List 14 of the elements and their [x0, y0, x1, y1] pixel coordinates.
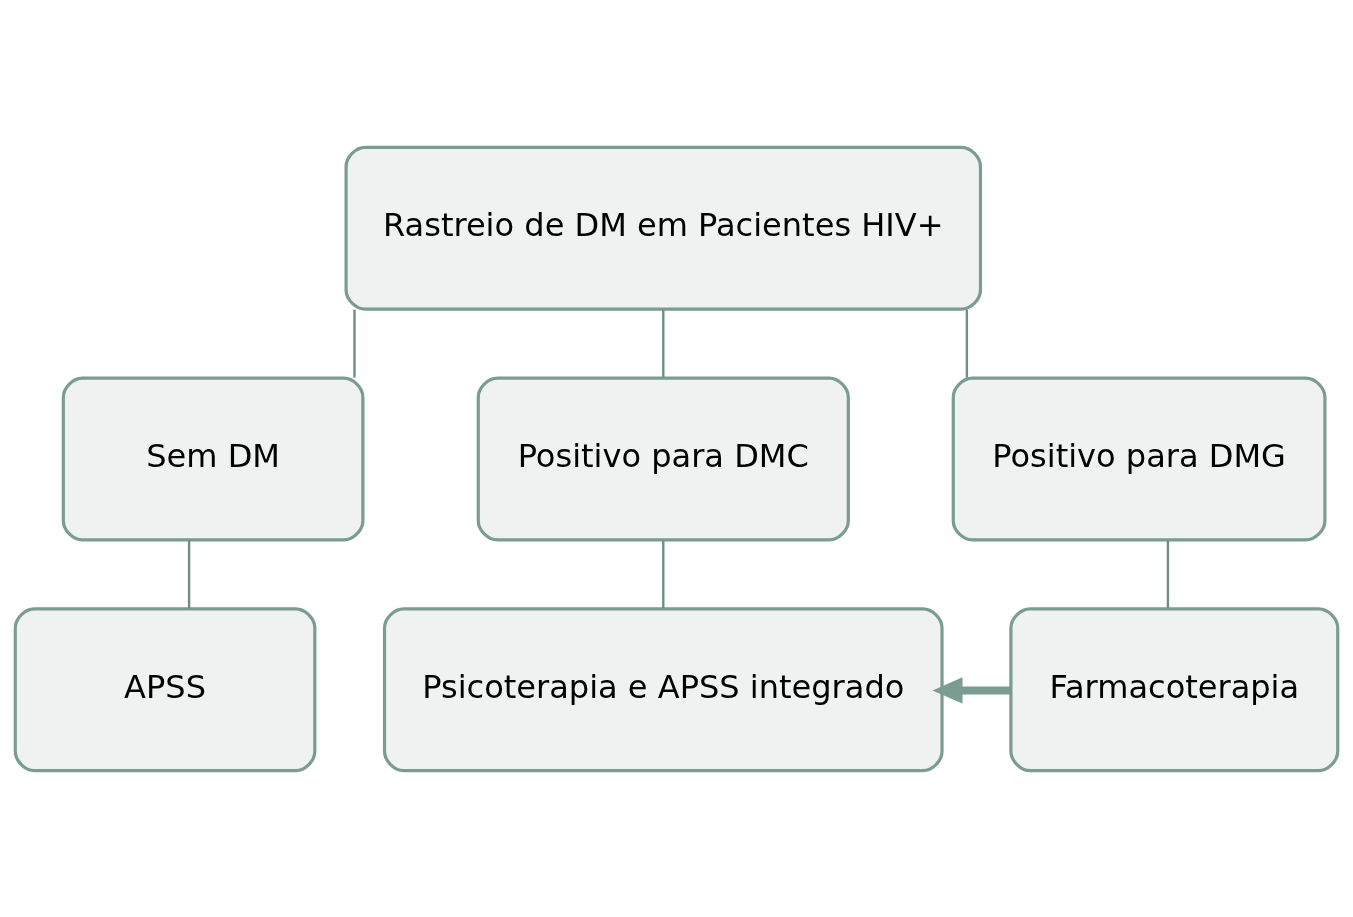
node-box: Rastreio de DM em Pacientes HIV+	[344, 145, 983, 311]
arrow	[932, 676, 1011, 704]
connector	[965, 309, 969, 378]
node-box: APSS	[13, 606, 317, 772]
connector	[353, 309, 356, 378]
connector	[662, 309, 665, 378]
node-box: Positivo para DMC	[476, 376, 850, 541]
node-box: Farmacoterapia	[1009, 606, 1340, 772]
connector	[187, 539, 191, 608]
node-box: Psicoterapia e APSS integrado	[382, 606, 944, 772]
connector	[1166, 539, 1170, 608]
connector	[662, 539, 665, 608]
node-box: Positivo para DMG	[951, 376, 1327, 541]
node-box: Sem DM	[61, 376, 365, 541]
